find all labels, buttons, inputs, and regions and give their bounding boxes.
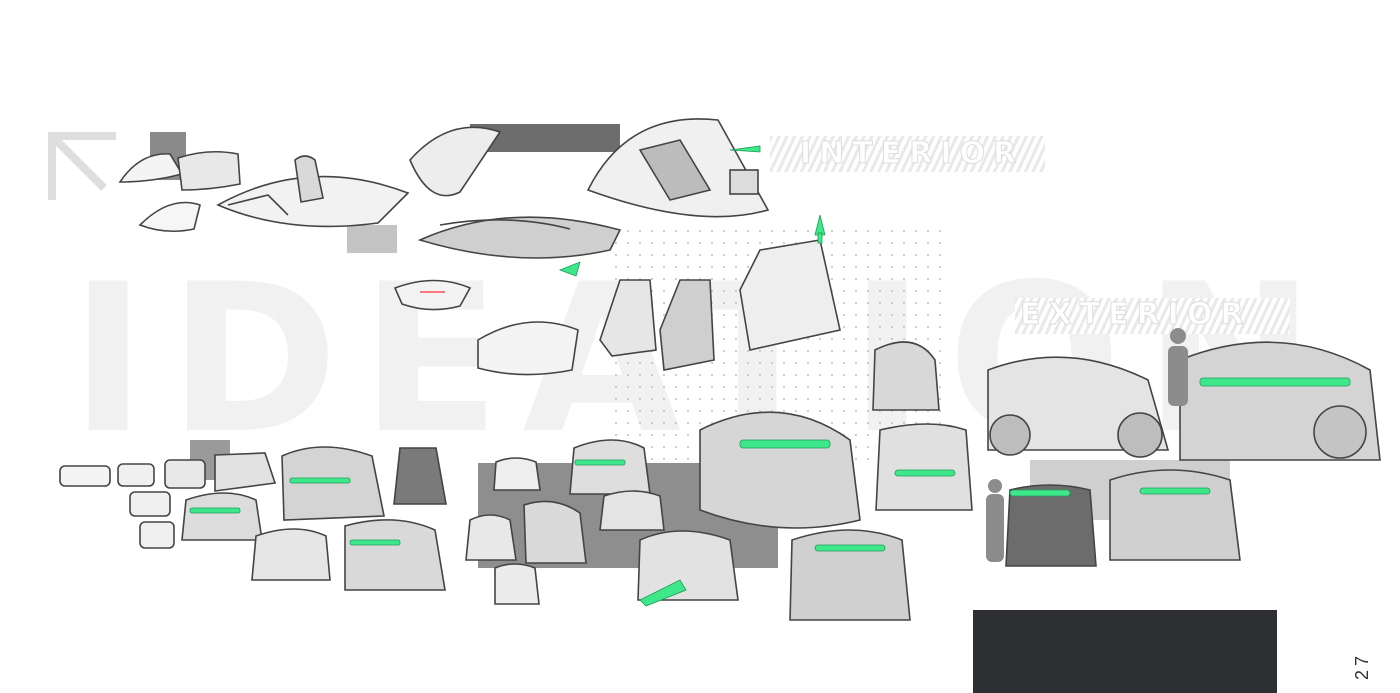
interior-sketch-small xyxy=(118,150,241,233)
human-silhouette xyxy=(986,328,1188,562)
page-number: 27 xyxy=(1352,651,1372,680)
interior-label-band xyxy=(770,136,1045,172)
accent-details xyxy=(189,145,1351,607)
interior-sketch-cabin xyxy=(216,155,410,228)
dark-panel xyxy=(973,610,1277,693)
vehicle-sketch-box xyxy=(181,446,447,591)
interior-sketch-seats xyxy=(477,239,841,376)
exterior-label-band xyxy=(1015,298,1290,334)
interior-sketch-dashboard xyxy=(409,126,622,259)
vehicle-sketch-small-group xyxy=(59,459,206,549)
interior-sketch-pod xyxy=(586,118,770,218)
shade-block xyxy=(347,225,397,253)
interior-sketch-wheel xyxy=(393,279,472,311)
vehicle-sketch-right xyxy=(872,341,1381,567)
vehicle-sketch-middle xyxy=(465,411,911,621)
interior-label: INTERIOR xyxy=(799,136,1025,171)
exterior-label: EXTERIOR xyxy=(1019,297,1252,332)
corner-arrow-icon xyxy=(48,132,116,200)
